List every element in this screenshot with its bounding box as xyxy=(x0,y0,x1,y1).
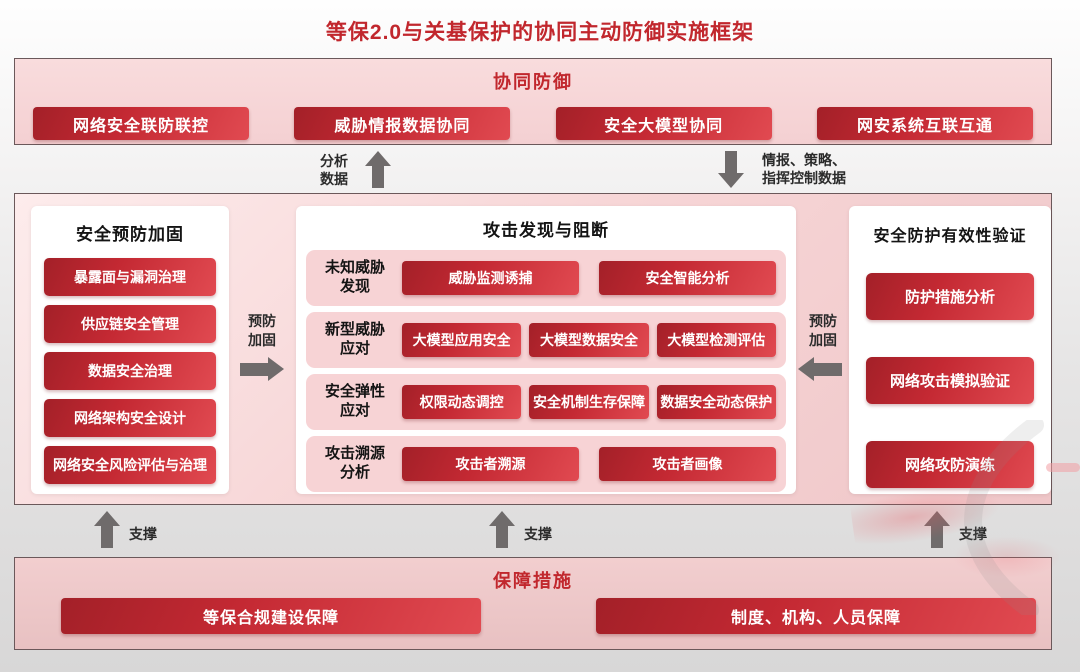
intel-policy-label: 情报、策略、 指挥控制数据 xyxy=(762,152,846,187)
row-new-threat: 新型威胁 应对 大模型应用安全 大模型数据安全 大模型检测评估 xyxy=(306,312,786,368)
arrow-right-icon xyxy=(240,357,284,381)
node-llm-data-security: 大模型数据安全 xyxy=(529,323,649,357)
arrow-up-head xyxy=(365,151,391,166)
row-attack-tracing-label: 攻击溯源 分析 xyxy=(324,445,385,481)
node-attacker-profiling: 攻击者画像 xyxy=(599,447,776,481)
node-attack-simulation: 网络攻击模拟验证 xyxy=(866,357,1034,404)
row-attack-tracing: 攻击溯源 分析 攻击者溯源 攻击者画像 xyxy=(306,436,786,492)
node-risk-assessment: 网络安全风险评估与治理 xyxy=(44,446,216,484)
prevention-arrow-left-label: 预防 加固 xyxy=(248,313,276,348)
collaborative-defense-title: 协同防御 xyxy=(493,72,573,92)
detection-rows: 未知威胁 发现 威胁监测诱捕 安全智能分析 新型威胁 应对 大模型应用安全 大模… xyxy=(296,241,796,492)
node-llm-collab: 安全大模型协同 xyxy=(555,107,772,140)
validation-panel: 安全防护有效性验证 防护措施分析 网络攻击模拟验证 网络攻防演练 xyxy=(849,206,1051,494)
prevention-arrow-right-label: 预防 加固 xyxy=(809,313,837,348)
support-arrow-up-icon-3 xyxy=(924,511,950,548)
arrow-up-shaft xyxy=(496,526,508,548)
prevention-items: 暴露面与漏洞治理 供应链安全管理 数据安全治理 网络架构安全设计 网络安全风险评… xyxy=(31,245,229,484)
arrow-up-shaft xyxy=(101,526,113,548)
arrow-down-icon xyxy=(718,151,744,188)
node-network-joint-defense: 网络安全联防联控 xyxy=(33,107,249,140)
support-label-3: 支撑 xyxy=(959,526,987,542)
arrow-right-head xyxy=(268,357,284,381)
row-resilience-label: 安全弹性 应对 xyxy=(324,383,385,419)
node-institution-personnel: 制度、机构、人员保障 xyxy=(596,598,1036,634)
support-arrow-up-icon-1 xyxy=(94,511,120,548)
page-title: 等保2.0与关基保护的协同主动防御实施框架 xyxy=(325,21,755,44)
node-exposure-vuln-governance: 暴露面与漏洞治理 xyxy=(44,258,216,296)
arrow-up-shaft xyxy=(372,166,384,188)
prevention-panel: 安全预防加固 暴露面与漏洞治理 供应链安全管理 数据安全治理 网络架构安全设计 … xyxy=(31,206,229,494)
node-mechanism-survival: 安全机制生存保障 xyxy=(529,385,649,419)
support-label-2: 支撑 xyxy=(524,526,552,542)
validation-panel-title: 安全防护有效性验证 xyxy=(873,228,1027,245)
detection-panel-title: 攻击发现与阻断 xyxy=(483,221,609,240)
arrow-up-head xyxy=(489,511,515,526)
collaborative-defense-buttons: 网络安全联防联控 威胁情报数据协同 安全大模型协同 网安系统互联互通 xyxy=(15,107,1051,140)
support-label-1: 支撑 xyxy=(129,526,157,542)
safeguards-band: 保障措施 等保合规建设保障 制度、机构、人员保障 xyxy=(14,557,1052,650)
collaborative-defense-band: 协同防御 网络安全联防联控 威胁情报数据协同 安全大模型协同 网安系统互联互通 xyxy=(14,58,1052,145)
row-unknown-threat: 未知威胁 发现 威胁监测诱捕 安全智能分析 xyxy=(306,250,786,306)
node-protection-measure-analysis: 防护措施分析 xyxy=(866,273,1034,320)
node-data-dynamic-protection: 数据安全动态保护 xyxy=(656,385,776,419)
node-threat-monitor-decoy: 威胁监测诱捕 xyxy=(402,261,579,295)
node-llm-app-security: 大模型应用安全 xyxy=(402,323,522,357)
arrow-left-shaft xyxy=(814,362,842,376)
node-compliance-construction: 等保合规建设保障 xyxy=(61,598,481,634)
node-attacker-tracing: 攻击者溯源 xyxy=(402,447,579,481)
arrow-up-shaft xyxy=(931,526,943,548)
node-system-interconnect: 网安系统互联互通 xyxy=(816,107,1033,140)
analysis-data-label: 分析 数据 xyxy=(320,153,348,188)
arrow-up-head xyxy=(924,511,950,526)
row-resilience: 安全弹性 应对 权限动态调控 安全机制生存保障 数据安全动态保护 xyxy=(306,374,786,430)
prevention-panel-title: 安全预防加固 xyxy=(76,225,184,244)
detection-panel: 攻击发现与阻断 未知威胁 发现 威胁监测诱捕 安全智能分析 新型威胁 应对 大模… xyxy=(296,206,796,494)
node-privilege-dynamic-control: 权限动态调控 xyxy=(402,385,522,419)
arrow-right-shaft xyxy=(240,362,268,376)
safeguards-title: 保障措施 xyxy=(493,571,573,591)
arrow-up-icon xyxy=(365,151,391,188)
arrow-up-head xyxy=(94,511,120,526)
row-new-threat-label: 新型威胁 应对 xyxy=(324,321,385,357)
validation-items: 防护措施分析 网络攻击模拟验证 网络攻防演练 xyxy=(849,246,1051,488)
arrow-left-head xyxy=(798,357,814,381)
node-threat-intel-collab: 威胁情报数据协同 xyxy=(294,107,511,140)
node-ai-security-analysis: 安全智能分析 xyxy=(599,261,776,295)
node-supply-chain-security: 供应链安全管理 xyxy=(44,305,216,343)
node-attack-defense-drill: 网络攻防演练 xyxy=(866,441,1034,488)
arrow-left-icon xyxy=(798,357,842,381)
row-unknown-threat-label: 未知威胁 发现 xyxy=(324,259,385,295)
arrow-down-shaft xyxy=(725,151,737,173)
support-arrow-up-icon-2 xyxy=(489,511,515,548)
core-defense-band: 安全预防加固 暴露面与漏洞治理 供应链安全管理 数据安全治理 网络架构安全设计 … xyxy=(14,193,1052,505)
node-llm-detection-eval: 大模型检测评估 xyxy=(656,323,776,357)
arrow-down-head xyxy=(718,173,744,188)
node-data-security-governance: 数据安全治理 xyxy=(44,352,216,390)
node-network-arch-design: 网络架构安全设计 xyxy=(44,399,216,437)
